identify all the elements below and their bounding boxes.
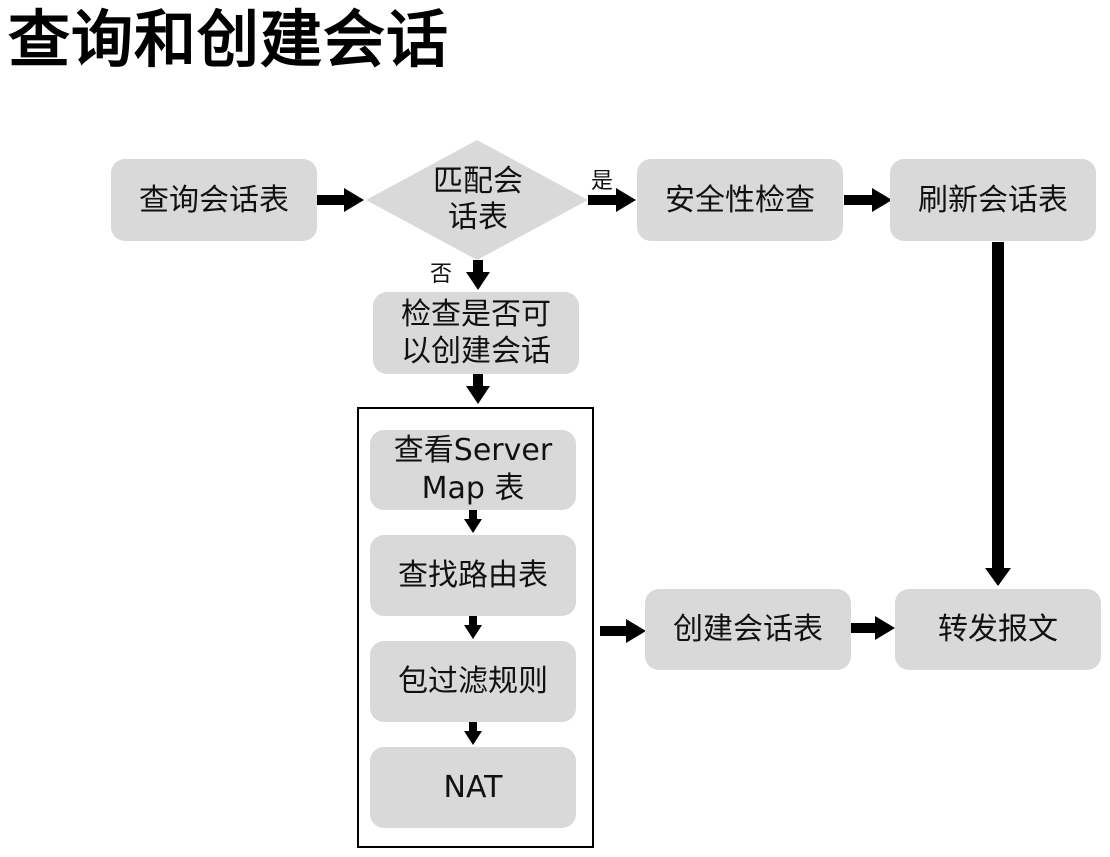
arrow-match-to-check-head <box>466 272 490 290</box>
arrow-group-to-create <box>600 626 628 636</box>
arrow-security-to-refresh-head <box>872 188 892 212</box>
arrow-check-to-group-head <box>466 386 490 404</box>
arrow-create-to-forward <box>851 623 877 633</box>
node-match-session-line2: 话表 <box>448 200 508 235</box>
node-packet-filter: 包过滤规则 <box>370 641 576 722</box>
node-match-session: 匹配会 话表 <box>368 160 588 240</box>
node-check-create-line2: 以创建会话 <box>401 334 551 369</box>
node-server-map-line1: 查看Server <box>393 433 553 468</box>
arrow-query-to-match <box>316 195 346 205</box>
node-server-map: 查看Server Map 表 <box>370 430 576 510</box>
arrow-create-to-forward-head <box>875 616 895 640</box>
arrow-match-to-check <box>473 260 483 274</box>
page-title: 查询和创建会话 <box>8 3 450 76</box>
arrow-route-to-filter <box>469 616 477 627</box>
node-nat: NAT <box>370 747 576 828</box>
node-route-table: 查找路由表 <box>370 535 576 616</box>
node-forward-packet: 转发报文 <box>895 589 1101 670</box>
arrow-servermap-to-route-head <box>464 519 482 533</box>
node-security-check: 安全性检查 <box>637 159 843 241</box>
label-yes: 是 <box>591 169 614 194</box>
arrow-refresh-to-forward-head <box>985 568 1011 586</box>
arrow-refresh-to-forward <box>992 242 1004 570</box>
arrow-servermap-to-route <box>469 510 477 521</box>
node-create-session: 创建会话表 <box>645 589 851 670</box>
session-creation-group <box>357 407 594 848</box>
arrow-query-to-match-head <box>344 188 364 212</box>
node-check-create-line1: 检查是否可 <box>401 297 551 332</box>
decision-diamond <box>366 140 588 260</box>
node-match-session-line1: 匹配会 <box>433 164 523 199</box>
arrow-filter-to-nat <box>469 722 477 733</box>
arrow-filter-to-nat-head <box>464 731 482 745</box>
node-refresh-session: 刷新会话表 <box>890 159 1096 241</box>
arrow-check-to-group <box>473 374 483 388</box>
node-check-create: 检查是否可 以创建会话 <box>373 292 579 374</box>
node-server-map-line2: Map 表 <box>421 471 525 506</box>
node-query-session: 查询会话表 <box>111 159 317 241</box>
arrow-route-to-filter-head <box>464 625 482 639</box>
label-no: 否 <box>430 262 453 287</box>
arrow-security-to-refresh <box>844 195 874 205</box>
arrow-match-to-security <box>588 195 618 205</box>
arrow-match-to-security-head <box>616 188 636 212</box>
arrow-group-to-create-head <box>626 619 646 643</box>
